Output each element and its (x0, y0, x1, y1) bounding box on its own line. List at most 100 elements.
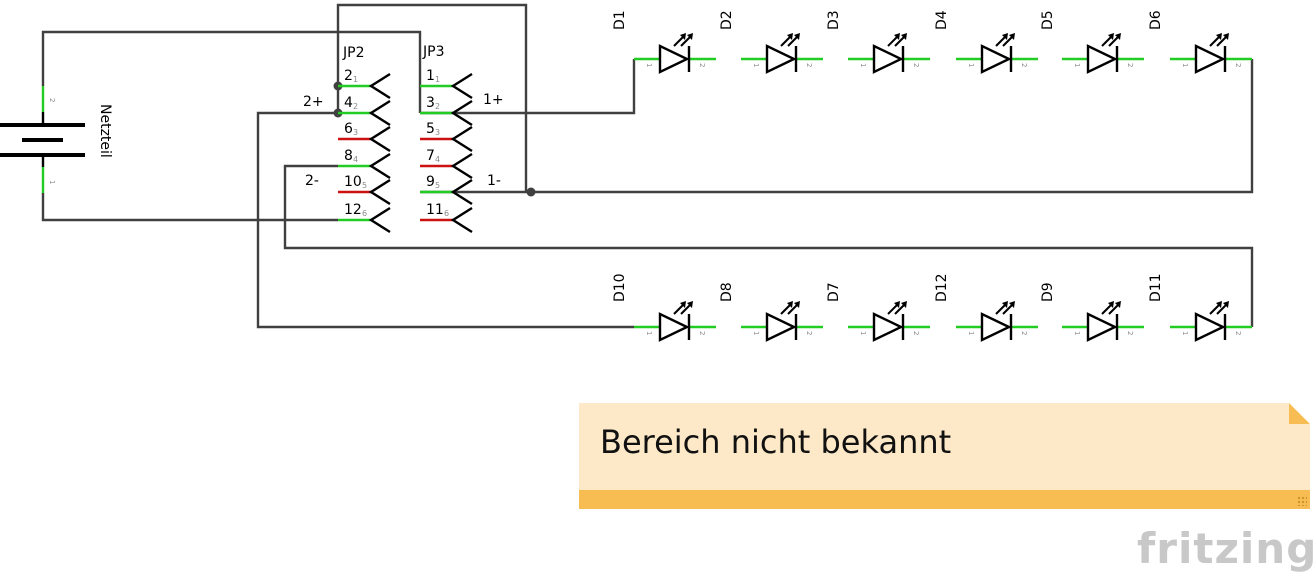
led-cathode-label: 2 (1020, 63, 1028, 67)
wire-2plus (256, 111, 634, 329)
jp2-label: JP2 (342, 45, 364, 61)
junction-node (526, 187, 536, 197)
led-name: D5 (1040, 10, 1056, 30)
psu-pin-bottom-label: 1 (48, 180, 56, 184)
fritzing-logo: fritzing (1137, 524, 1314, 573)
led-anode-label: 1 (1181, 331, 1189, 335)
jp2-pin-sub: 4 (353, 155, 358, 164)
jp2-pin-number: 4 (344, 95, 353, 111)
led-light-arrow (995, 35, 1007, 47)
jp2-pin-sub: 2 (353, 102, 358, 111)
led-light-arrow (1101, 303, 1113, 315)
led-cathode-label: 2 (1020, 331, 1028, 335)
led-light-arrow (1216, 303, 1228, 315)
led-name: D10 (612, 273, 628, 302)
wire-psu-minus (41, 193, 338, 222)
led-triangle (1086, 44, 1118, 74)
resize-grip-icon[interactable] (1297, 496, 1307, 506)
jp2-pin-number: 12 (344, 202, 362, 218)
led-name: D8 (719, 282, 735, 302)
jp3-pin-sub: 1 (435, 75, 440, 84)
led-triangle (658, 44, 690, 74)
psu-pin-top-label: 2 (48, 98, 56, 102)
led-name: D11 (1148, 273, 1164, 302)
led-cathode-label: 2 (805, 331, 813, 335)
led-triangle (980, 312, 1012, 342)
jp3-pin-socket (450, 152, 473, 180)
led-light-arrow (1108, 35, 1120, 47)
led-arrowhead (1216, 33, 1222, 40)
net-label-2plus: 2+ (303, 94, 324, 110)
jp2-pin-number: 10 (344, 174, 362, 190)
jp3-pin-sub: 6 (444, 209, 449, 218)
led-arrowhead (1223, 301, 1229, 308)
jp2-pin-socket (368, 125, 391, 153)
led-arrowhead (687, 301, 693, 308)
jp2-pin-sub: 1 (353, 75, 358, 84)
led-triangle (765, 44, 797, 74)
led-light-arrow (1002, 303, 1014, 315)
jp3-pin-socket (450, 206, 473, 234)
led-cathode-label: 2 (805, 63, 813, 67)
wires (41, 3, 1254, 329)
led-d12[interactable]: 1 2 D12 (934, 273, 1038, 342)
jp2-pin-socket (368, 178, 391, 206)
led-light-arrow (780, 303, 792, 315)
led-anode-label: 1 (967, 331, 975, 335)
led-light-arrow (1108, 303, 1120, 315)
led-light-arrow (787, 303, 799, 315)
wire-2minus (283, 164, 1254, 327)
led-name: D12 (934, 273, 950, 302)
led-cathode-label: 2 (1126, 331, 1134, 335)
jp3-pin-number: 5 (426, 121, 435, 137)
led-arrowhead (680, 33, 686, 40)
led-arrowhead (787, 33, 793, 40)
led-arrowhead (680, 301, 686, 308)
jp3-pin-sub: 3 (435, 128, 440, 137)
led-light-arrow (995, 303, 1007, 315)
led-cathode-label: 2 (698, 63, 706, 67)
wire-psu-plus (41, 30, 422, 113)
led-triangle (872, 312, 904, 342)
power-supply[interactable]: 2 1 Netzteil (0, 86, 113, 193)
led-light-arrow (680, 303, 692, 315)
led-arrowhead (1223, 33, 1229, 40)
wire-1minus (420, 59, 1254, 194)
led-light-arrow (673, 303, 685, 315)
note-text[interactable]: Bereich nicht bekannt (600, 423, 952, 461)
led-arrowhead (894, 33, 900, 40)
led-light-arrow (1216, 35, 1228, 47)
note-box[interactable]: Bereich nicht bekannt (579, 403, 1310, 509)
led-name: D7 (826, 282, 842, 302)
jp3-pin-socket (450, 178, 473, 206)
led-light-arrow (787, 35, 799, 47)
led-light-arrow (680, 35, 692, 47)
